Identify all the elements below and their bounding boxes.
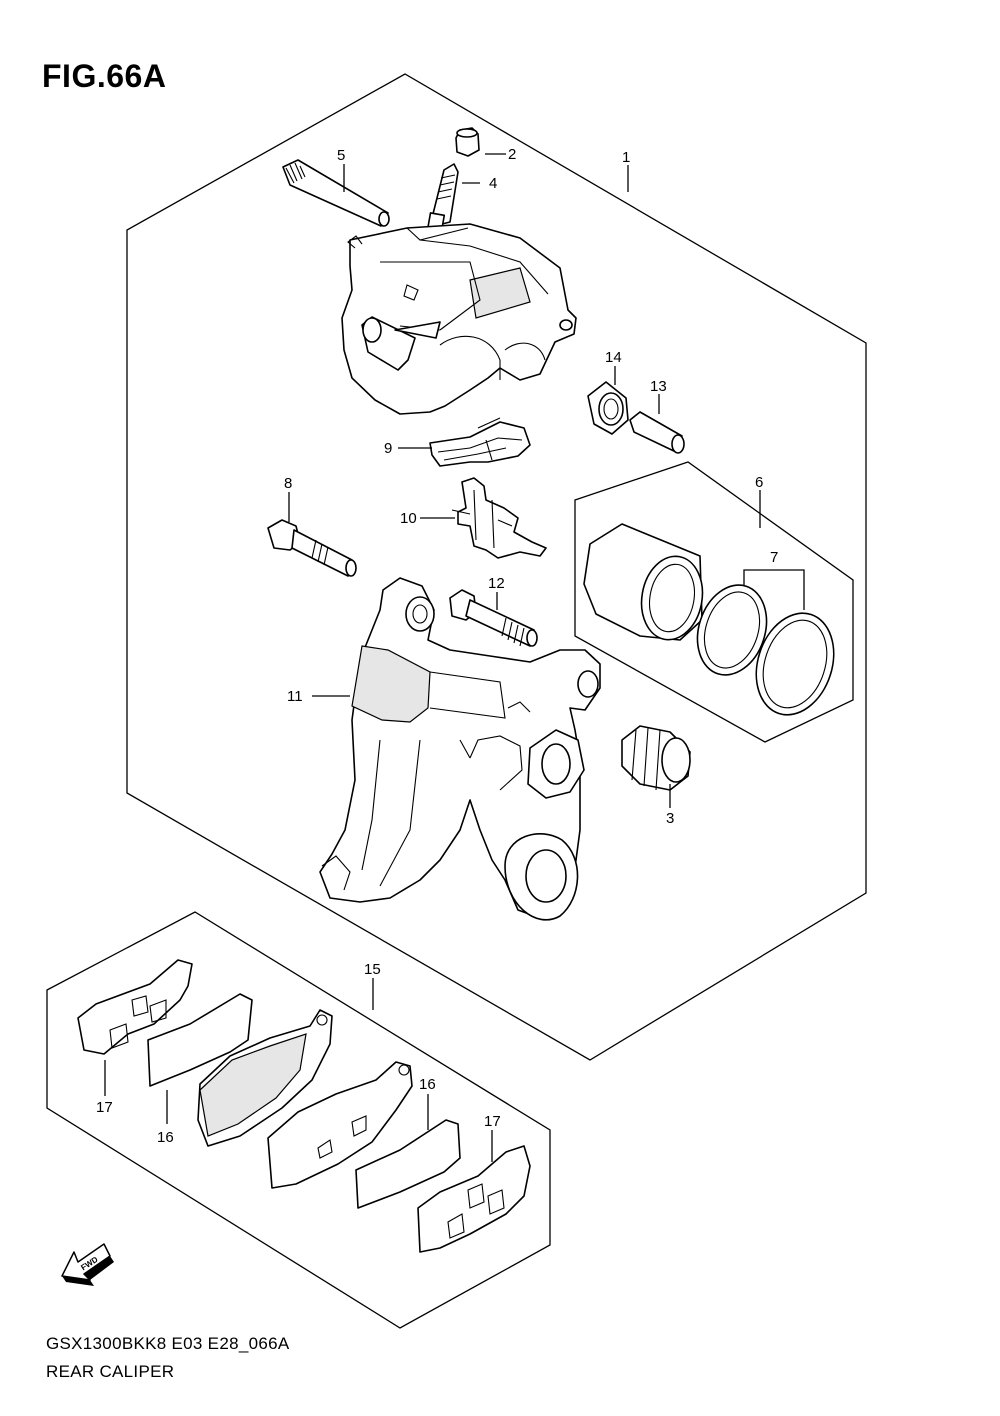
piston-6 bbox=[583, 523, 704, 641]
bracket-bolt-8 bbox=[267, 519, 357, 577]
shim-16-left bbox=[147, 993, 253, 1087]
bleeder-valve-4 bbox=[426, 163, 459, 232]
pad-retainer-10 bbox=[451, 477, 547, 559]
assembly-boundary-1 bbox=[126, 73, 867, 1061]
pad-spring-9 bbox=[429, 417, 531, 467]
callout-numbers: 1 2 3 4 5 6 7 8 9 10 11 12 13 14 15 16 1… bbox=[96, 146, 778, 1146]
boot-14 bbox=[587, 381, 629, 435]
bolt-12 bbox=[449, 589, 538, 647]
callout-16-left: 16 bbox=[157, 1129, 174, 1146]
sleeve-13 bbox=[629, 411, 685, 454]
callout-10: 10 bbox=[400, 510, 417, 527]
leader-lines bbox=[104, 153, 761, 1162]
callout-17-left: 17 bbox=[96, 1099, 113, 1116]
callout-15: 15 bbox=[364, 961, 381, 978]
callout-16-right: 16 bbox=[419, 1076, 436, 1093]
brake-pad-left bbox=[197, 1009, 333, 1147]
figure-title: FIG.66A bbox=[42, 58, 167, 94]
piston-boot-3 bbox=[621, 725, 691, 791]
callout-11: 11 bbox=[287, 688, 303, 705]
slide-pin-5 bbox=[282, 159, 390, 227]
callout-17-right: 17 bbox=[484, 1113, 501, 1130]
caliper-bracket-11 bbox=[319, 577, 601, 921]
callout-4: 4 bbox=[489, 175, 497, 192]
shim-17-right bbox=[417, 1145, 531, 1253]
callout-2: 2 bbox=[508, 146, 516, 163]
seal-kit-boundary-6 bbox=[574, 461, 854, 743]
callout-14: 14 bbox=[605, 349, 622, 366]
seals-7 bbox=[696, 569, 835, 716]
diagram-name: REAR CALIPER bbox=[46, 1362, 175, 1381]
shim-17-left bbox=[77, 959, 193, 1055]
callout-13: 13 bbox=[650, 378, 667, 395]
fwd-arrow-icon: FWD bbox=[61, 1243, 114, 1286]
callout-1: 1 bbox=[622, 149, 630, 166]
callout-8: 8 bbox=[284, 475, 292, 492]
callout-7: 7 bbox=[770, 549, 778, 566]
callout-12: 12 bbox=[488, 575, 505, 592]
bleeder-cap-2 bbox=[455, 127, 480, 157]
callout-9: 9 bbox=[384, 440, 392, 457]
callout-3: 3 bbox=[666, 810, 674, 827]
pad-set-boundary-15 bbox=[46, 911, 551, 1329]
brake-pad-right bbox=[267, 1061, 413, 1189]
diagram-code: GSX1300BKK8 E03 E28_066A bbox=[46, 1334, 290, 1353]
callout-5: 5 bbox=[337, 147, 345, 164]
caliper-body bbox=[341, 223, 577, 415]
callout-6: 6 bbox=[755, 474, 763, 491]
shim-16-right bbox=[355, 1119, 461, 1209]
